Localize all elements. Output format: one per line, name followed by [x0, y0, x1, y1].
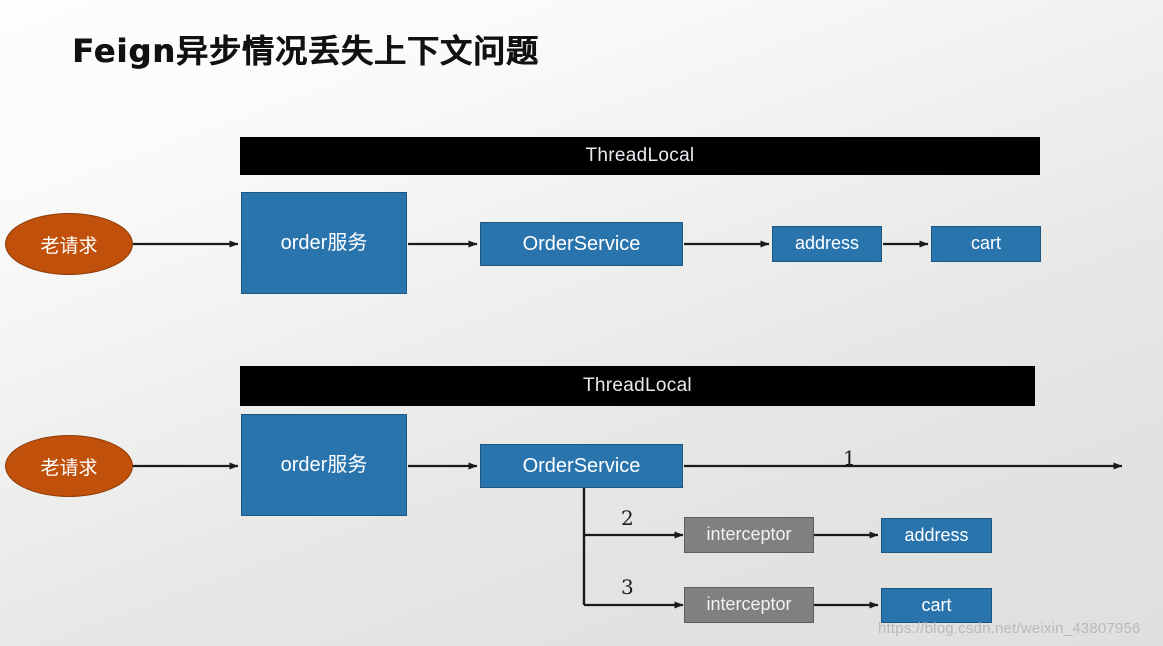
- cart-label-bottom: cart: [921, 594, 952, 615]
- threadlocal-label-bottom: ThreadLocal: [583, 375, 692, 396]
- threadlocal-bar-top: ThreadLocal: [240, 137, 1040, 175]
- cart-label-top: cart: [970, 233, 1001, 254]
- orderservice-label-top: OrderService: [522, 233, 641, 255]
- address-box-bottom: address: [881, 518, 992, 553]
- request-label-top: 老请求: [40, 234, 98, 257]
- interceptor-box-cart: interceptor: [684, 587, 814, 623]
- threadlocal-bar-bottom: ThreadLocal: [240, 366, 1035, 406]
- page-title: Feign异步情况丢失上下文问题: [72, 32, 539, 70]
- branch-1-label: 1: [843, 446, 856, 470]
- orderservice-box-top: OrderService: [480, 222, 683, 266]
- branch-3-label: 3: [621, 575, 634, 599]
- orderservice-label-bottom: OrderService: [522, 455, 641, 477]
- address-label-top: address: [794, 233, 860, 254]
- branch-2-label: 2: [621, 506, 634, 530]
- order-service-box-bottom: order服务: [241, 414, 407, 516]
- address-label-bottom: address: [904, 524, 969, 545]
- cart-box-top: cart: [931, 226, 1041, 262]
- order-service-box-label-bottom: order服务: [280, 454, 368, 476]
- interceptor-label-cart: interceptor: [706, 594, 792, 615]
- order-service-box-top: order服务: [241, 192, 407, 294]
- orderservice-box-bottom: OrderService: [480, 444, 683, 488]
- cart-box-bottom: cart: [881, 588, 992, 623]
- order-service-box-label-top: order服务: [280, 232, 368, 254]
- request-ellipse-bottom: 老请求: [5, 435, 133, 497]
- watermark-text: https://blog.csdn.net/weixin_43807956: [878, 620, 1141, 637]
- request-ellipse-top: 老请求: [5, 213, 133, 275]
- address-box-top: address: [772, 226, 882, 262]
- interceptor-box-address: interceptor: [684, 517, 814, 553]
- threadlocal-label-top: ThreadLocal: [585, 145, 695, 166]
- request-label-bottom: 老请求: [40, 456, 98, 479]
- interceptor-label-address: interceptor: [706, 524, 792, 545]
